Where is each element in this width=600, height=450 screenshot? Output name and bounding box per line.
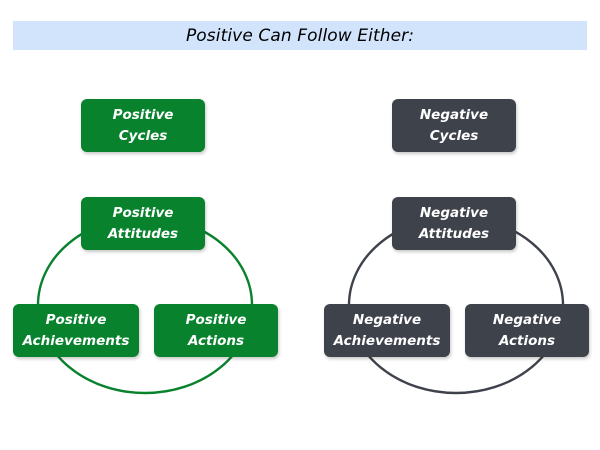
- negative-cycles-box[interactable]: Negative Cycles: [392, 99, 516, 152]
- positive-achievements-line1: Positive: [45, 311, 107, 328]
- positive-cycles-line1: Positive: [112, 106, 174, 123]
- negative-actions-box[interactable]: Negative Actions: [465, 304, 589, 357]
- negative-actions-line2: Actions: [498, 332, 556, 349]
- negative-cycles-line1: Negative: [419, 106, 489, 123]
- positive-achievements-line2: Achievements: [22, 332, 130, 349]
- negative-cycles-line2: Cycles: [429, 127, 479, 144]
- negative-attitudes-box[interactable]: Negative Attitudes: [392, 197, 516, 250]
- title-banner: Positive Can Follow Either:: [13, 21, 587, 50]
- negative-achievements-line1: Negative: [352, 311, 422, 328]
- positive-attitudes-line2: Attitudes: [107, 225, 179, 242]
- negative-actions-line1: Negative: [492, 311, 562, 328]
- negative-achievements-box[interactable]: Negative Achievements: [324, 304, 450, 357]
- positive-achievements-box[interactable]: Positive Achievements: [13, 304, 139, 357]
- positive-cycle-group: Positive Cycles Positive Attitudes Posit…: [13, 99, 278, 395]
- page-title: Positive Can Follow Either:: [185, 25, 415, 46]
- negative-attitudes-line2: Attitudes: [418, 225, 490, 242]
- negative-cycle-group: Negative Cycles Negative Attitudes Negat…: [311, 0, 600, 450]
- positive-cycles-box[interactable]: Positive Cycles: [81, 99, 205, 152]
- positive-attitudes-box[interactable]: Positive Attitudes: [81, 197, 205, 250]
- positive-cycles-line2: Cycles: [118, 127, 168, 144]
- positive-actions-line1: Positive: [185, 311, 247, 328]
- positive-attitudes-line1: Positive: [112, 204, 174, 221]
- negative-attitudes-line1: Negative: [419, 204, 489, 221]
- positive-actions-line2: Actions: [187, 332, 245, 349]
- positive-actions-box[interactable]: Positive Actions: [154, 304, 278, 357]
- negative-achievements-line2: Achievements: [333, 332, 441, 349]
